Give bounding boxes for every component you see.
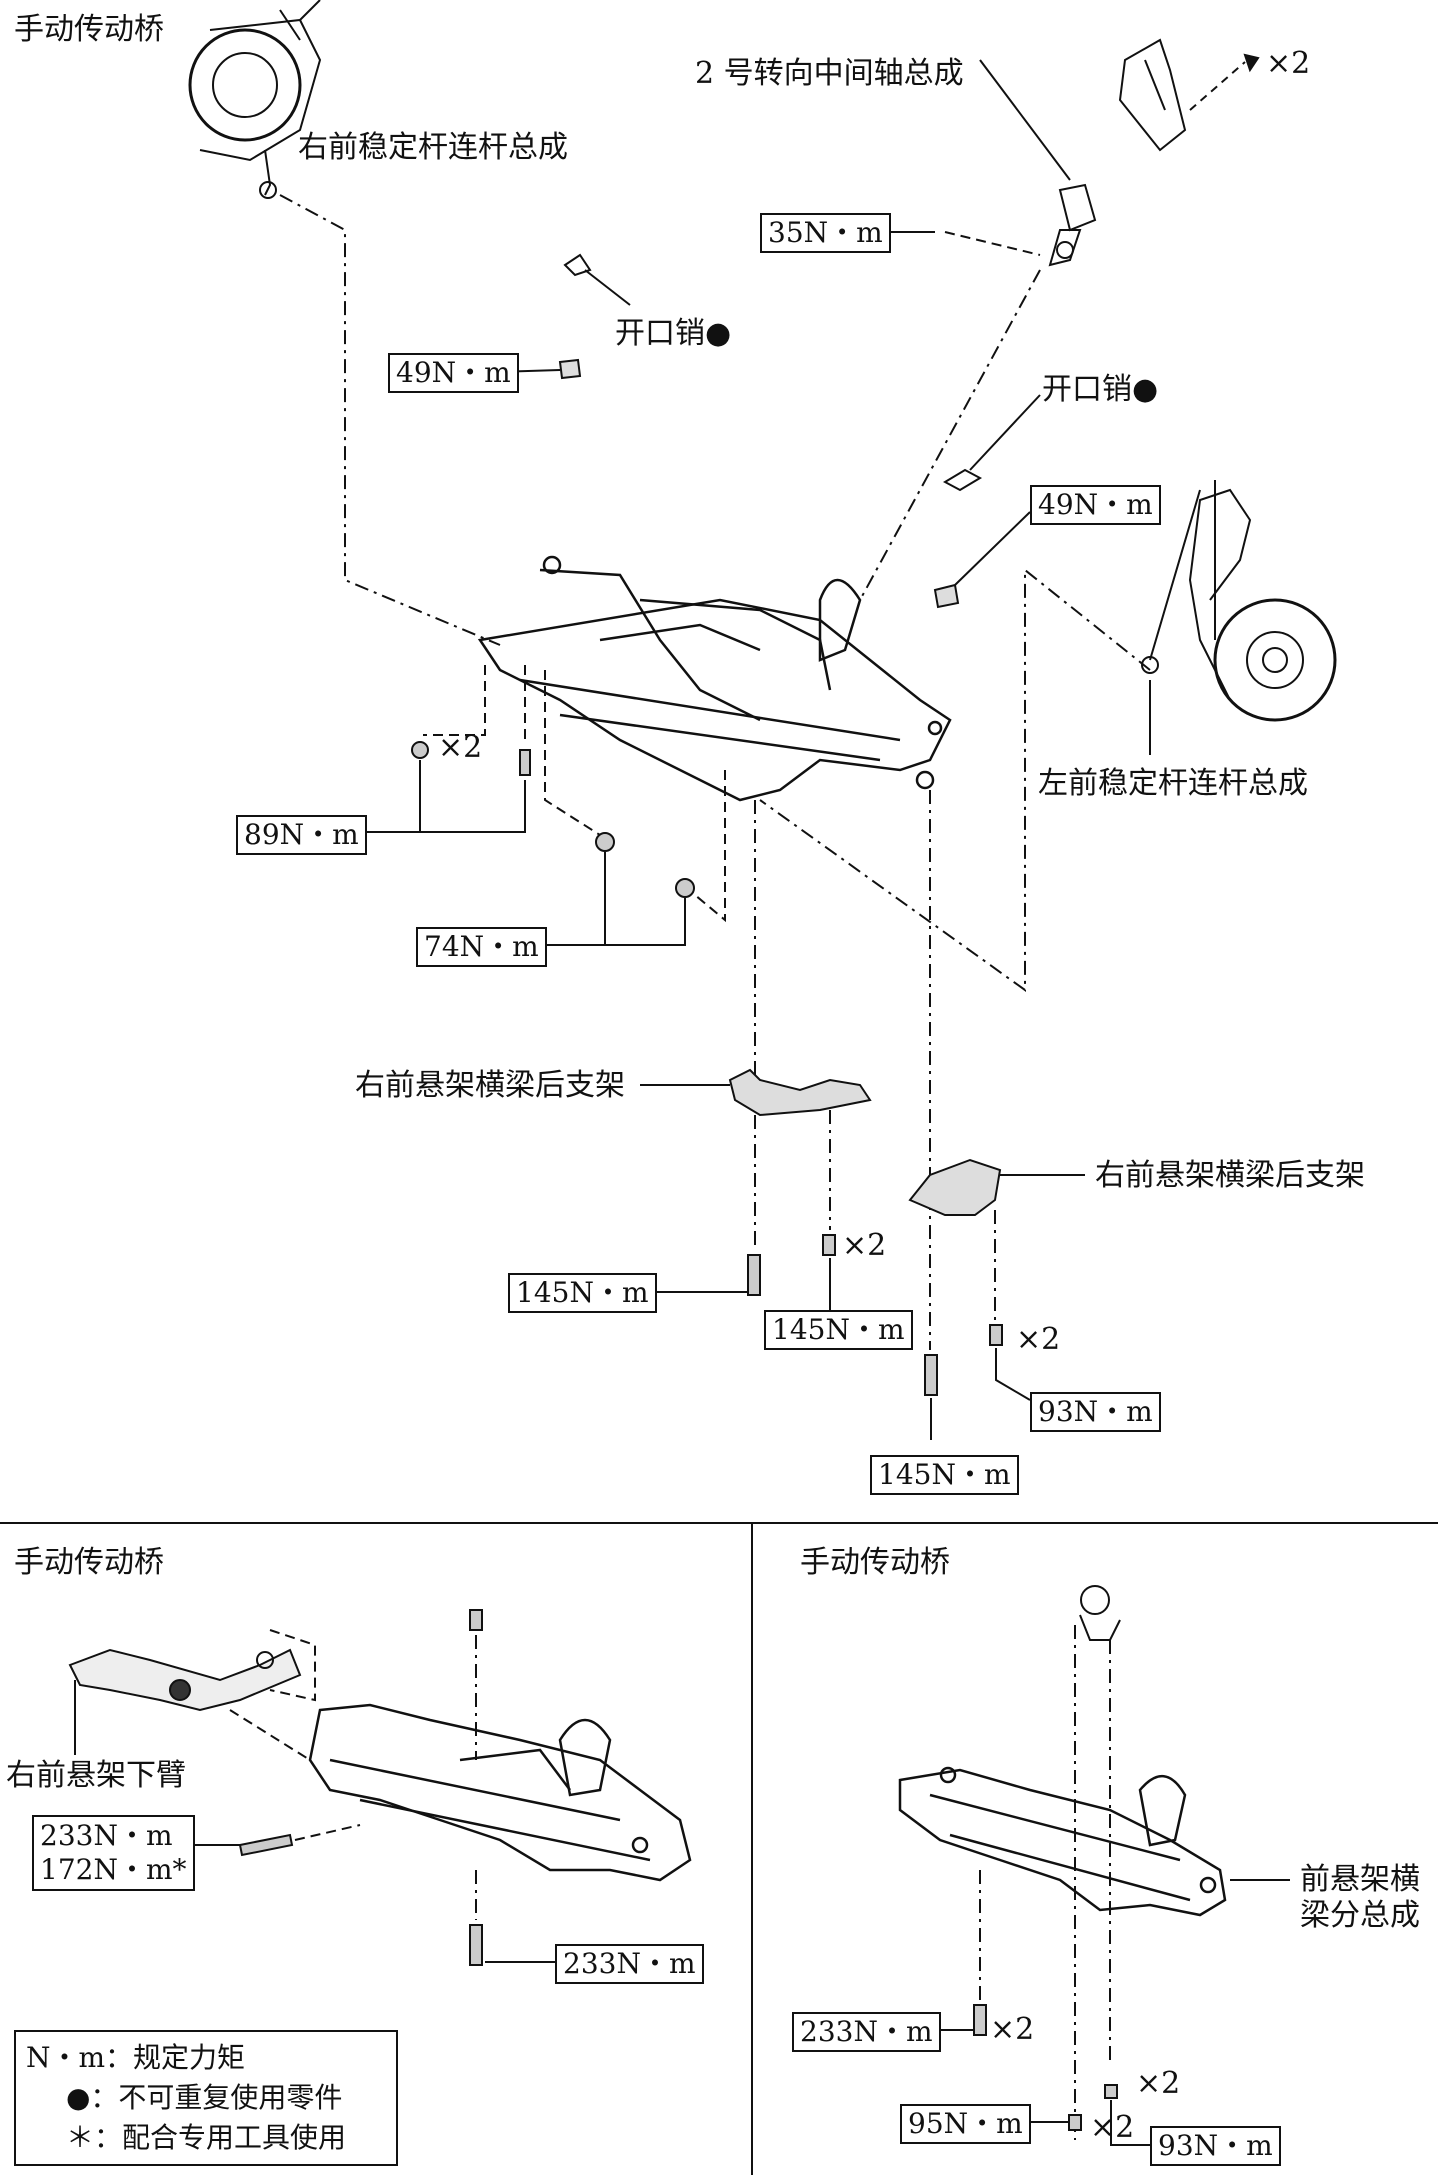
cotter-pin-2-label: 开口销● bbox=[1042, 372, 1159, 407]
bolt-145b-drawing bbox=[822, 1234, 836, 1256]
leader-line bbox=[350, 760, 526, 833]
steering-gear-top-drawing bbox=[1079, 1585, 1121, 1641]
leader-line bbox=[954, 511, 1031, 586]
leader-line bbox=[584, 269, 631, 306]
nut-49b-drawing bbox=[933, 583, 960, 609]
nut-49a-drawing bbox=[558, 358, 582, 380]
leader-line bbox=[528, 852, 686, 946]
leader-line bbox=[544, 670, 601, 836]
bolt-145c-drawing bbox=[924, 1354, 938, 1396]
torque-74: 74N・m bbox=[416, 927, 547, 967]
torque-233-172: 233N・m 172N・m* bbox=[32, 1815, 195, 1891]
legend-line-sst: ＊：配合专用工具使用 bbox=[66, 2121, 347, 2154]
guide-line bbox=[279, 194, 501, 646]
leader-line bbox=[969, 394, 1041, 471]
torque-89: 89N・m bbox=[236, 815, 367, 855]
nut-74a-drawing bbox=[595, 832, 615, 852]
crossmember-label-line1: 前悬架横 bbox=[1300, 1862, 1420, 1897]
panel-title-top: 手动传动桥 bbox=[14, 12, 164, 47]
torque-93a: 93N・m bbox=[1030, 1392, 1161, 1432]
nut-74b-drawing bbox=[675, 878, 695, 898]
guide-line bbox=[944, 231, 1041, 256]
leader-line bbox=[1110, 2100, 1150, 2146]
leader-line bbox=[423, 665, 486, 736]
bolt-145a-drawing bbox=[747, 1254, 761, 1296]
qty-95: ×2 bbox=[1090, 2110, 1135, 2145]
legend: N・m：规定力矩 ●：不可重复使用零件 ＊：配合专用工具使用 bbox=[14, 2030, 398, 2166]
rear-bracket-right-drawing bbox=[908, 1158, 1002, 1216]
qty-145b: ×2 bbox=[842, 1228, 887, 1263]
bolt-233b-drawing bbox=[469, 1924, 483, 1966]
cotter-pin-1-label: 开口销● bbox=[615, 316, 732, 351]
leader-line bbox=[694, 770, 726, 923]
guide-line bbox=[1189, 61, 1246, 111]
torque-93b: 93N・m bbox=[1150, 2126, 1281, 2166]
guide-line bbox=[859, 269, 1041, 601]
bolt-233c-drawing bbox=[469, 1609, 483, 1631]
bolt-arrow bbox=[1243, 53, 1260, 73]
qty-93a: ×2 bbox=[1016, 1322, 1061, 1357]
qty-233c: ×2 bbox=[990, 2012, 1035, 2047]
bolt-233-br-drawing bbox=[973, 2004, 987, 2036]
torque-172-line: 172N・m* bbox=[40, 1853, 187, 1886]
guide-line bbox=[294, 1824, 361, 1841]
intermediate-shaft-label: 2 号转向中间轴总成 bbox=[695, 56, 964, 91]
bolt-93a-drawing bbox=[989, 1324, 1003, 1346]
legend-line-nonreusable: ●：不可重复使用零件 bbox=[66, 2081, 343, 2114]
cotter-pin-2-drawing bbox=[942, 468, 983, 492]
lower-arm-drawing bbox=[68, 1648, 302, 1712]
legend-line-torque: N・m：规定力矩 bbox=[26, 2041, 246, 2074]
left-knuckle-drawing bbox=[1141, 480, 1337, 722]
crossmember-br-drawing bbox=[898, 1766, 1227, 1917]
crossmember-drawing bbox=[477, 555, 952, 802]
guide-line bbox=[979, 59, 1071, 181]
rear-bracket-left-label: 右前悬架横梁后支架 bbox=[355, 1068, 625, 1103]
crossmember-label-line2: 梁分总成 bbox=[1300, 1898, 1420, 1933]
qty-93b: ×2 bbox=[1136, 2066, 1181, 2101]
bolt-95-drawing bbox=[1068, 2114, 1082, 2131]
bolt-233a-drawing bbox=[238, 1833, 294, 1857]
panel-title-bottom-right: 手动传动桥 bbox=[800, 1545, 950, 1580]
nut-89-drawing bbox=[411, 741, 429, 759]
intermediate-shaft-drawing bbox=[1048, 183, 1097, 267]
bolt-93b-drawing bbox=[1104, 2084, 1118, 2099]
torque-233c: 233N・m bbox=[792, 2012, 941, 2052]
torque-49b: 49N・m bbox=[1030, 485, 1161, 525]
guide-line bbox=[759, 567, 1151, 992]
guide-line bbox=[269, 1629, 316, 1702]
rear-bracket-right-label: 右前悬架横梁后支架 bbox=[1095, 1158, 1365, 1193]
qty-89: ×2 bbox=[438, 730, 483, 765]
right-stabilizer-link-label: 右前稳定杆连杆总成 bbox=[298, 130, 568, 165]
torque-145b: 145N・m bbox=[764, 1310, 913, 1350]
torque-95: 95N・m bbox=[900, 2104, 1031, 2144]
torque-145a: 145N・m bbox=[508, 1273, 657, 1313]
crossmember-bl-drawing bbox=[308, 1703, 692, 1882]
rear-bracket-left-drawing bbox=[728, 1068, 872, 1117]
torque-233a-line: 233N・m bbox=[40, 1819, 173, 1852]
guide-line bbox=[229, 1709, 311, 1761]
torque-35: 35N・m bbox=[760, 213, 891, 253]
qty-clip: ×2 bbox=[1266, 46, 1311, 81]
lower-arm-label: 右前悬架下臂 bbox=[6, 1758, 186, 1793]
torque-145c: 145N・m bbox=[870, 1455, 1019, 1495]
torque-49a: 49N・m bbox=[388, 353, 519, 393]
torque-233b: 233N・m bbox=[555, 1944, 704, 1984]
bolt-89-drawing bbox=[519, 749, 531, 776]
panel-title-bottom-left: 手动传动桥 bbox=[14, 1545, 164, 1580]
cotter-pin-1-drawing bbox=[563, 253, 592, 277]
left-stabilizer-link-label: 左前稳定杆连杆总成 bbox=[1038, 766, 1308, 801]
right-knuckle-drawing bbox=[188, 0, 322, 199]
clip-drawing bbox=[1118, 38, 1187, 152]
leader-line bbox=[995, 1348, 1031, 1401]
